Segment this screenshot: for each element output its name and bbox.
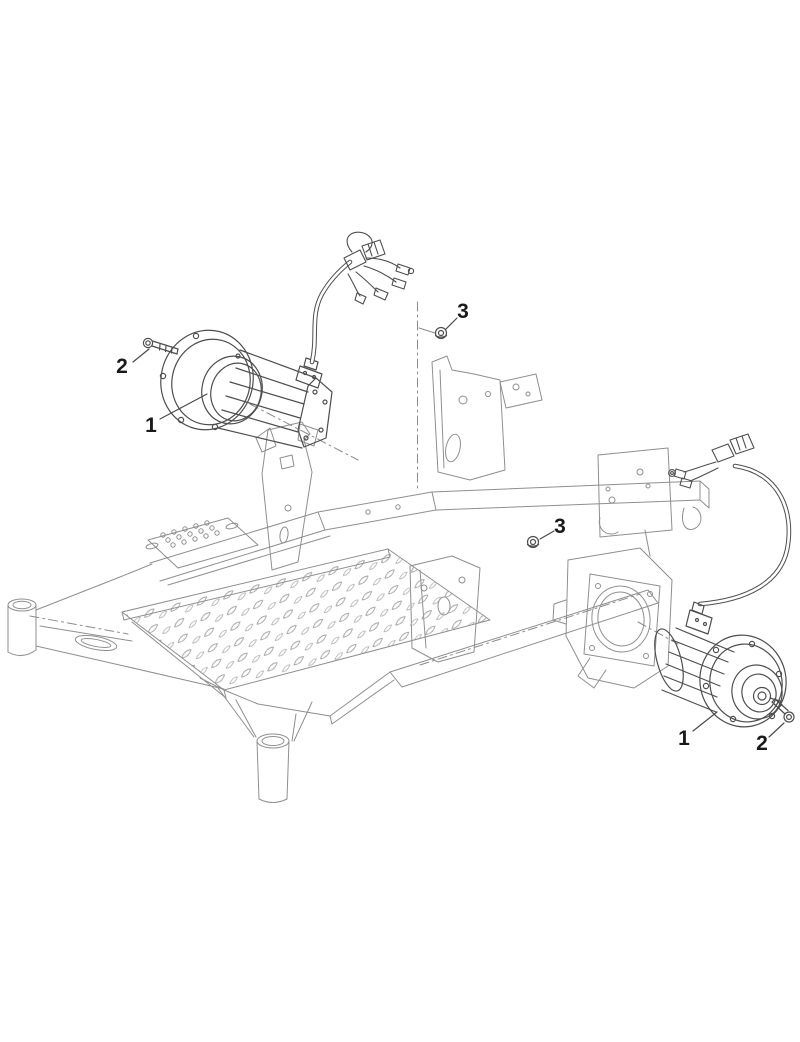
center-upright-bracket [431,355,543,481]
nut-alignment-line [418,327,436,334]
leader-bolt-left [132,348,150,363]
motor-cable-right [697,463,792,607]
motor-cable-left [309,259,353,365]
rail-end-bracket [597,447,702,538]
motor-flange-right [699,634,787,728]
motor-body-right [654,601,735,713]
motor-body-left [217,349,333,449]
rear-frame-rail [149,480,710,586]
callout-label-motor-left: 1 [145,414,157,437]
callout-label-nut-upper: 3 [457,300,469,323]
callout-label-motor-right: 1 [678,727,690,750]
callout-label-nut-center: 3 [554,515,566,538]
alignment-centerlines [29,301,679,666]
flange-bolt-right [771,698,795,723]
flange-bolt-left [142,337,179,355]
leader-motor-left [159,393,208,420]
heel-plate [145,517,259,569]
floor-plate [121,548,491,699]
leader-nut-upper [445,317,458,330]
wire-harness-connectors-right [668,433,755,489]
flange-nut-upper [434,326,448,340]
front-caster-tube [199,671,395,803]
wire-harness-connectors-left [343,231,415,305]
leader-motor-right [692,711,718,732]
drive-motor-left [159,231,415,449]
flange-nut-center [526,535,540,549]
drive-motor-right [654,433,792,728]
motor-mount-plate [552,529,673,689]
front-frame-rail [389,589,659,688]
left-caster-arm [7,563,225,690]
motor-flange-left [159,329,263,431]
chassis-frame [7,355,710,803]
callout-label-bolt-left: 2 [116,355,128,378]
callout-label-bolt-right: 2 [756,732,768,755]
leader-bolt-right [768,722,785,738]
leader-nut-center [539,530,555,540]
callout-leader-lines [132,317,785,738]
seat-mount-upright [255,421,319,571]
